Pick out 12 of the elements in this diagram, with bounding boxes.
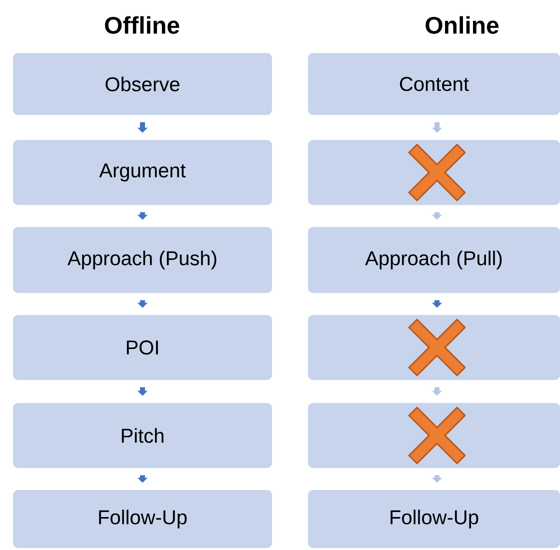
empty-box [308,315,560,380]
process-box: Follow-Up [13,490,272,548]
process-box: Content [308,53,560,115]
process-box: Pitch [13,403,272,468]
process-box: Argument [13,140,272,205]
empty-box [308,403,560,468]
process-box: Approach (Push) [13,227,272,293]
process-box: Observe [13,53,272,115]
process-box: Follow-Up [308,490,560,548]
empty-box [308,140,560,205]
process-box: POI [13,315,272,380]
process-box: Approach (Pull) [308,227,560,293]
